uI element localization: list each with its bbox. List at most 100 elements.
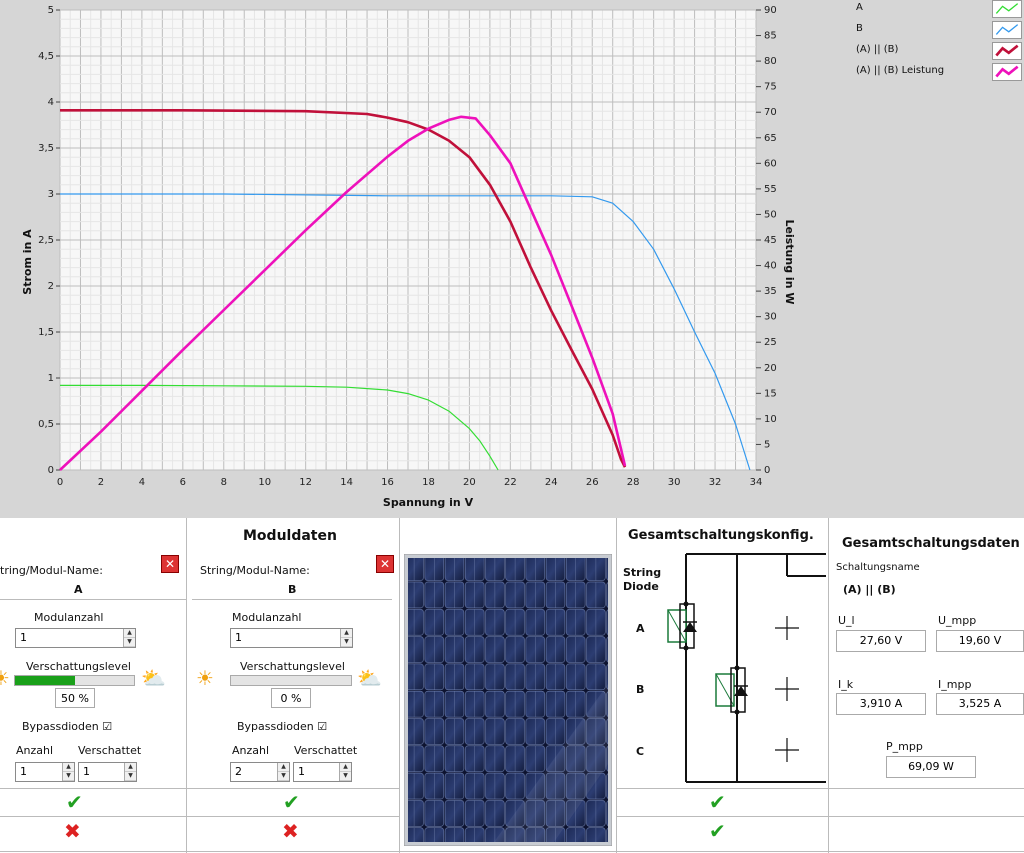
module-b-reject-icon[interactable]: ✖ xyxy=(282,819,299,843)
divider xyxy=(616,816,1024,817)
u-l-label: U_l xyxy=(838,614,855,627)
diode-label: Diode xyxy=(623,580,659,593)
y-tick-label: 2 xyxy=(48,281,54,292)
module-a-modulanzahl-label: Modulanzahl xyxy=(34,611,104,624)
cell-a[interactable] xyxy=(667,601,697,651)
stepper[interactable]: ▲▼ xyxy=(123,629,135,647)
module-b-bypass-checkbox[interactable]: ☑ xyxy=(317,720,328,733)
value: 2 xyxy=(235,765,242,778)
y2-tick-label: 25 xyxy=(764,337,777,348)
series-line-3 xyxy=(59,115,627,471)
y-tick-labels: 00,511,522,533,544,55 xyxy=(38,5,60,476)
i-k-value: 3,910 A xyxy=(836,693,926,715)
module-a-verschattet-input[interactable]: 1 ▲▼ xyxy=(78,762,137,782)
legend-item-a[interactable]: A xyxy=(850,0,1024,18)
sun-icon[interactable]: ☀ xyxy=(0,666,10,690)
module-b-anzahl-input[interactable]: 2 ▲▼ xyxy=(230,762,290,782)
module-a-modulanzahl-input[interactable]: 1 ▲▼ xyxy=(15,628,136,648)
x-tick-label: 14 xyxy=(340,477,353,488)
y-tick-label: 5 xyxy=(48,5,54,16)
stepper[interactable]: ▲▼ xyxy=(340,629,352,647)
y2-tick-label: 0 xyxy=(764,465,770,476)
circuit-row-a: A xyxy=(636,622,645,635)
y-tick-label: 0 xyxy=(48,465,54,476)
x-tick-label: 26 xyxy=(586,477,599,488)
i-mpp-label: I_mpp xyxy=(938,678,972,691)
circuit-diagram[interactable] xyxy=(660,552,826,786)
y-tick-label: 3 xyxy=(48,189,54,200)
y-tick-label: 0,5 xyxy=(38,419,54,430)
x-tick-label: 2 xyxy=(98,477,104,488)
y2-tick-label: 90 xyxy=(764,5,777,16)
module-b-modulanzahl-input[interactable]: 1 ▲▼ xyxy=(230,628,353,648)
module-a-name[interactable]: A xyxy=(74,583,83,596)
x-tick-label: 20 xyxy=(463,477,476,488)
module-a-shading-slider[interactable] xyxy=(14,675,135,686)
series-line-1 xyxy=(60,193,751,471)
module-b-name[interactable]: B xyxy=(288,583,297,596)
sun-icon[interactable]: ☀ xyxy=(196,666,214,690)
i-mpp-value: 3,525 A xyxy=(936,693,1024,715)
y2-tick-label: 35 xyxy=(764,286,777,297)
x-tick-label: 28 xyxy=(627,477,640,488)
stepper[interactable]: ▲▼ xyxy=(339,763,351,781)
solar-panel-image xyxy=(404,554,612,846)
label: Bypassdioden xyxy=(237,720,314,733)
module-a-accept-icon[interactable]: ✔ xyxy=(66,790,83,814)
x-tick-label: 32 xyxy=(709,477,722,488)
value: 1 xyxy=(235,631,242,644)
module-a-shading-value: 50 % xyxy=(55,688,95,708)
legend-item-b[interactable]: B xyxy=(850,21,1024,39)
stepper[interactable]: ▲▼ xyxy=(124,763,136,781)
module-b-verschattung-label: Verschattungslevel xyxy=(240,660,345,673)
legend-item-ab-power[interactable]: (A) || (B) Leistung xyxy=(850,63,1024,81)
module-b-delete-button[interactable]: ✕ xyxy=(376,555,394,573)
value: 1 xyxy=(20,765,27,778)
divider xyxy=(192,599,392,600)
module-a-anzahl-input[interactable]: 1 ▲▼ xyxy=(15,762,75,782)
cloud-sun-icon[interactable]: ⛅ xyxy=(141,666,166,690)
module-a-bypass-checkbox[interactable]: ☑ xyxy=(102,720,113,733)
config-accept-icon-2[interactable]: ✔ xyxy=(709,819,726,843)
module-a-delete-button[interactable]: ✕ xyxy=(161,555,179,573)
x-tick-label: 22 xyxy=(504,477,517,488)
cloud-sun-icon[interactable]: ⛅ xyxy=(357,666,382,690)
stepper[interactable]: ▲▼ xyxy=(62,763,74,781)
divider xyxy=(0,816,399,817)
moduldaten-title: Moduldaten xyxy=(243,528,337,544)
y2-tick-label: 75 xyxy=(764,82,777,93)
stepper[interactable]: ▲▼ xyxy=(277,763,289,781)
series-line-2 xyxy=(60,109,627,468)
y2-tick-label: 55 xyxy=(764,184,777,195)
value: 1 xyxy=(298,765,305,778)
y-tick-label: 4,5 xyxy=(38,51,54,62)
module-b-accept-icon[interactable]: ✔ xyxy=(283,790,300,814)
module-a-anzahl-label: Anzahl xyxy=(16,744,54,757)
divider xyxy=(399,518,400,853)
module-b-name-label: String/Modul-Name: xyxy=(200,564,310,577)
u-mpp-label: U_mpp xyxy=(938,614,977,627)
legend-item-ab[interactable]: (A) || (B) xyxy=(850,42,1024,60)
y2-tick-label: 15 xyxy=(764,388,777,399)
cell-b[interactable] xyxy=(715,665,748,715)
circuit-row-c: C xyxy=(636,745,645,758)
module-b-modulanzahl-label: Modulanzahl xyxy=(232,611,302,624)
module-a-reject-icon[interactable]: ✖ xyxy=(64,819,81,843)
legend-swatch-ab xyxy=(992,42,1022,60)
y2-tick-label: 60 xyxy=(764,158,777,169)
module-a-verschattet-label: Verschattet xyxy=(78,744,142,757)
legend-label: A xyxy=(856,2,863,13)
string-label: String xyxy=(623,566,662,579)
module-b-verschattet-input[interactable]: 1 ▲▼ xyxy=(293,762,352,782)
legend-swatch-a xyxy=(992,0,1022,18)
u-mpp-value: 19,60 V xyxy=(936,630,1024,652)
y2-tick-label: 80 xyxy=(764,56,777,67)
add-slot-icons[interactable] xyxy=(775,616,799,762)
x-tick-label: 10 xyxy=(258,477,271,488)
config-accept-icon[interactable]: ✔ xyxy=(709,790,726,814)
x-tick-label: 6 xyxy=(180,477,186,488)
module-b-shading-slider[interactable] xyxy=(230,675,352,686)
